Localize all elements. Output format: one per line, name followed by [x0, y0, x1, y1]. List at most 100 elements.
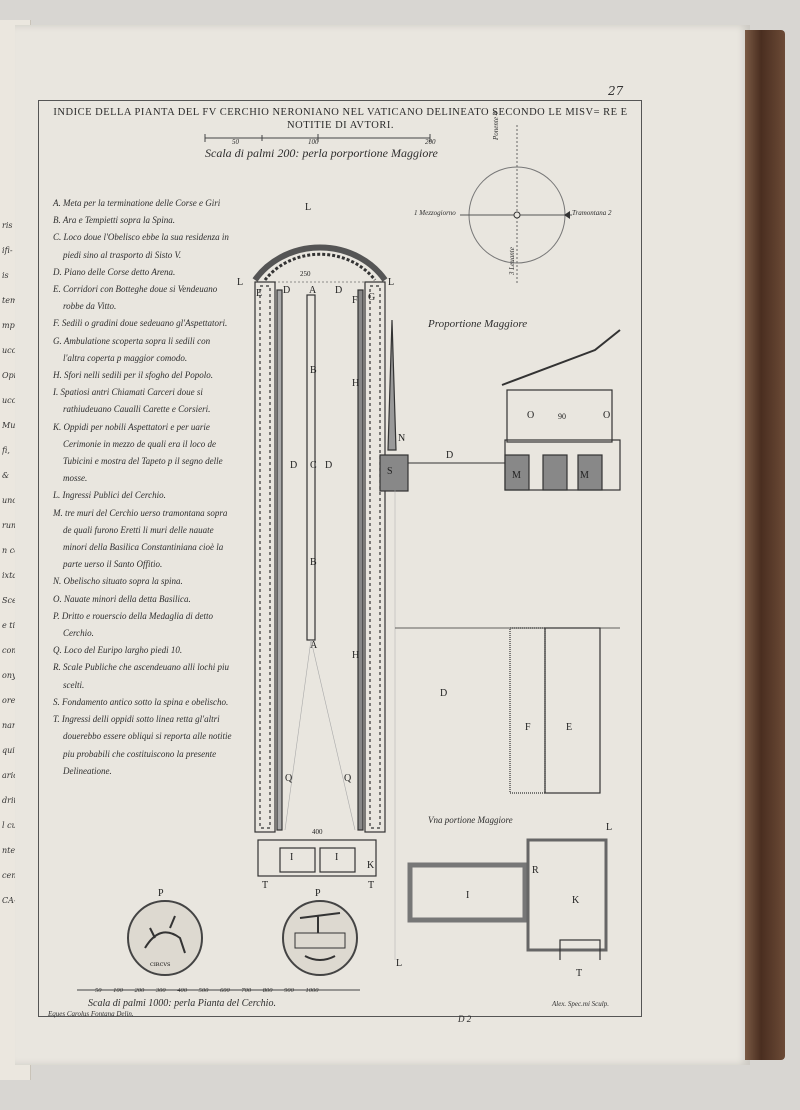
- plan-label-A: A: [309, 285, 317, 296]
- plan-label-D: D: [335, 285, 343, 296]
- legend-item: R. Scale Publiche che ascendeuano alli l…: [53, 662, 229, 690]
- legend-item: G. Ambulatione scoperta sopra li sedili …: [53, 335, 211, 363]
- left-page-text-fragment: ucci: [2, 396, 19, 405]
- compass-west-label: Ponente 4: [492, 111, 500, 140]
- bottom-scale-ticks: 50 100 200 300 400 500 600 700 800 900 1…: [95, 987, 319, 994]
- left-page-text-fragment: com-: [2, 646, 22, 655]
- plan-label-F: F: [352, 295, 358, 306]
- scale-tick: 100: [113, 987, 123, 994]
- legend-index: A. Meta per la terminatione delle Corse …: [53, 195, 233, 780]
- compass-north-label: Tramontana 2: [572, 209, 612, 217]
- scale-tick: 800: [262, 987, 273, 994]
- left-page-text-fragment: quin: [2, 746, 20, 755]
- plan-label-D: D: [325, 460, 333, 471]
- bottom-scale-caption: Scala di palmi 1000: perla Pianta del Ce…: [88, 998, 276, 1009]
- plan-label-Q: Q: [344, 773, 352, 784]
- plan-label-L: L: [396, 958, 403, 969]
- plan-label-L: L: [305, 202, 312, 213]
- medal-inscription: CIRCVS: [150, 962, 171, 968]
- scale-tick: 200: [134, 987, 145, 994]
- plan-label-E: E: [256, 288, 263, 299]
- plan-label-K: K: [367, 860, 375, 871]
- legend-item: N. Obelischo situato sopra la spina.: [53, 576, 183, 587]
- plan-label-O: O: [527, 410, 535, 421]
- engraver-credit: Alex. Spec.mi Sculp.: [552, 1000, 609, 1008]
- left-page-text-fragment: Opi-: [2, 371, 19, 380]
- legend-item: P. Dritto e rouerscio della Medaglia di …: [53, 610, 213, 639]
- left-page-text-fragment: Mu-: [2, 421, 19, 430]
- scale-tick: 400: [177, 987, 187, 994]
- left-page-text-fragment: unc: [2, 496, 17, 505]
- left-page-text-fragment: ario: [2, 771, 18, 780]
- plan-label-B: B: [310, 365, 317, 376]
- legend-item: C. Loco doue l'Obelisco ebbe la sua resi…: [53, 232, 229, 260]
- dimension-label: 250: [300, 270, 311, 278]
- book-edge: [745, 30, 785, 1060]
- legend-item: M. tre muri del Cerchio uerso tramontana…: [53, 507, 228, 570]
- legend-item: A. Meta per la terminatione delle Corse …: [53, 198, 221, 208]
- plan-label-P: P: [315, 888, 321, 899]
- legend-item: K. Oppidi per nobili Aspettatori e per u…: [53, 421, 223, 484]
- legend-item: L. Ingressi Publici del Cerchio.: [53, 490, 166, 501]
- legend-item: D. Piano delle Corse detto Arena.: [53, 266, 176, 277]
- plan-label-I: I: [290, 852, 294, 863]
- left-page-text-fragment: orec: [2, 696, 20, 705]
- left-page-text-fragment: CA-: [2, 896, 17, 905]
- plan-label-D: D: [440, 688, 448, 699]
- plan-label-R: R: [532, 865, 539, 876]
- bottom-scale-bar: [77, 989, 360, 991]
- left-page-text-fragment: nam,: [2, 721, 23, 730]
- left-page-text-fragment: ifi-: [2, 246, 13, 255]
- plan-label-H: H: [352, 650, 360, 661]
- compass-south-label: 1 Mezzogiorno: [414, 209, 456, 217]
- plan-label-D: D: [290, 460, 298, 471]
- left-page-text-fragment: ntea: [2, 846, 20, 855]
- scale-tick: 600: [220, 987, 230, 994]
- top-scale-bar: [204, 134, 431, 142]
- plan-label-L: L: [237, 277, 244, 288]
- plan-label-T: T: [368, 880, 375, 891]
- scale-tick: 200: [425, 138, 436, 146]
- plan-label-O: O: [603, 410, 611, 421]
- left-page-text-fragment: ris: [2, 221, 13, 230]
- scale-tick: 900: [284, 987, 294, 994]
- plan-label-M: M: [580, 470, 589, 481]
- plan-label-A: A: [310, 640, 318, 651]
- top-scale-caption: Scala di palmi 200: perla porportione Ma…: [205, 146, 438, 160]
- plan-label-I: I: [466, 890, 470, 901]
- left-page-text-fragment: is: [2, 271, 9, 280]
- left-page-text-fragment: mpi: [2, 321, 18, 330]
- left-page-text-fragment: ceni: [2, 871, 19, 880]
- section-title-portione: Vna portione Maggiore: [428, 815, 513, 825]
- scale-tick: 100: [308, 138, 319, 146]
- left-page-text-fragment: tem-: [2, 296, 21, 305]
- engraving-plate-border: [38, 100, 642, 1017]
- medal-obverse: [127, 900, 203, 976]
- dimension-label: 400: [312, 828, 323, 836]
- plan-label-L: L: [606, 822, 613, 833]
- circus-plan-drawing: [252, 244, 621, 960]
- scale-tick: 700: [241, 987, 252, 994]
- legend-item: F. Sedili o gradini doue sedeuano gl'Asp…: [53, 318, 228, 329]
- dimension-label: 90: [558, 412, 566, 421]
- compass-rose: [460, 125, 572, 285]
- legend-item: Q. Loco del Euripo largho piedi 10.: [53, 645, 183, 656]
- plan-label-T: T: [576, 968, 583, 979]
- plan-label-H: H: [352, 378, 360, 389]
- plan-label-D: D: [446, 450, 454, 461]
- left-page-text-fragment: onyr: [2, 671, 21, 680]
- plan-label-T: T: [262, 880, 269, 891]
- plan-label-S: S: [387, 466, 393, 477]
- plan-label-C: C: [310, 460, 317, 471]
- left-page-text-fragment: Sce-: [2, 596, 20, 605]
- legend-item: H. Sfori nelli sedili per il sfogho del …: [53, 370, 213, 381]
- plan-label-K: K: [572, 895, 580, 906]
- page-number: 27: [608, 84, 624, 98]
- plan-label-P: P: [158, 888, 164, 899]
- scale-tick: 300: [155, 987, 166, 994]
- book-page: [15, 25, 750, 1065]
- plan-label-I: I: [335, 852, 339, 863]
- left-page-text-fragment: e ti-: [2, 621, 18, 630]
- delineator-credit: Eques Carolus Fontana Delin.: [48, 1010, 134, 1018]
- plan-label-G: G: [368, 292, 376, 303]
